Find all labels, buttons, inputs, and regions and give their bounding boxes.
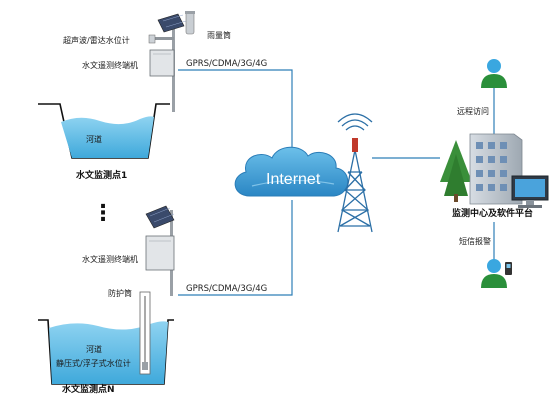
protective-pipe — [139, 291, 151, 375]
sms-alarm-label: 短信报警 — [459, 236, 491, 246]
center-label: 监测中心及软件平台 — [452, 207, 533, 219]
solar-panel-icon — [145, 205, 175, 229]
terminal-box-1 — [149, 49, 175, 77]
connection-lines — [178, 69, 495, 296]
link-bottom-label: GPRS/CDMA/3G/4G — [186, 284, 267, 294]
internet-label: Internet — [266, 171, 321, 188]
link-line-station-1 — [178, 69, 293, 160]
radar-sensor-icon — [148, 34, 174, 44]
stations-ellipsis: ⋮ — [92, 201, 114, 226]
pipe-label: 防护筒 — [108, 288, 132, 298]
station-1: 河道 水文监测点1 超声波/雷达水位计 雨量筒 水文遥测终端机 — [38, 11, 231, 181]
solar-panel-icon — [157, 13, 187, 33]
tree-icon — [440, 140, 472, 202]
river-1-label: 河道 — [86, 134, 102, 144]
monitoring-center — [440, 133, 549, 208]
sensor-pressure-label: 静压式/浮子式水位计 — [56, 358, 131, 368]
station-n-title: 水文监测点N — [62, 383, 115, 395]
mobile-user-icon — [481, 259, 512, 288]
sensor-radar-label: 超声波/雷达水位计 — [63, 35, 130, 45]
link-top-label: GPRS/CDMA/3G/4G — [186, 59, 267, 69]
station-1-title: 水文监测点1 — [76, 169, 127, 181]
river-1 — [38, 103, 170, 159]
terminal-box-n — [145, 235, 175, 271]
remote-access-label: 远程访问 — [457, 106, 489, 116]
terminal-1-label: 水文遥测终端机 — [82, 60, 138, 70]
user-icon — [481, 59, 507, 88]
station-n: 河道 静压式/浮子式水位计 水文监测点N 水文遥测终端机 防护筒 — [38, 205, 175, 395]
computer-icon — [511, 175, 549, 208]
rain-gauge-icon — [185, 11, 195, 35]
link-line-station-n — [178, 200, 293, 296]
cloud-icon — [234, 146, 349, 197]
river-n — [38, 319, 174, 385]
terminal-n-label: 水文遥测终端机 — [82, 254, 138, 264]
building-icon — [469, 133, 523, 205]
river-n-label: 河道 — [86, 344, 102, 354]
rain-gauge-label: 雨量筒 — [207, 30, 231, 40]
cell-tower-icon — [337, 113, 373, 233]
